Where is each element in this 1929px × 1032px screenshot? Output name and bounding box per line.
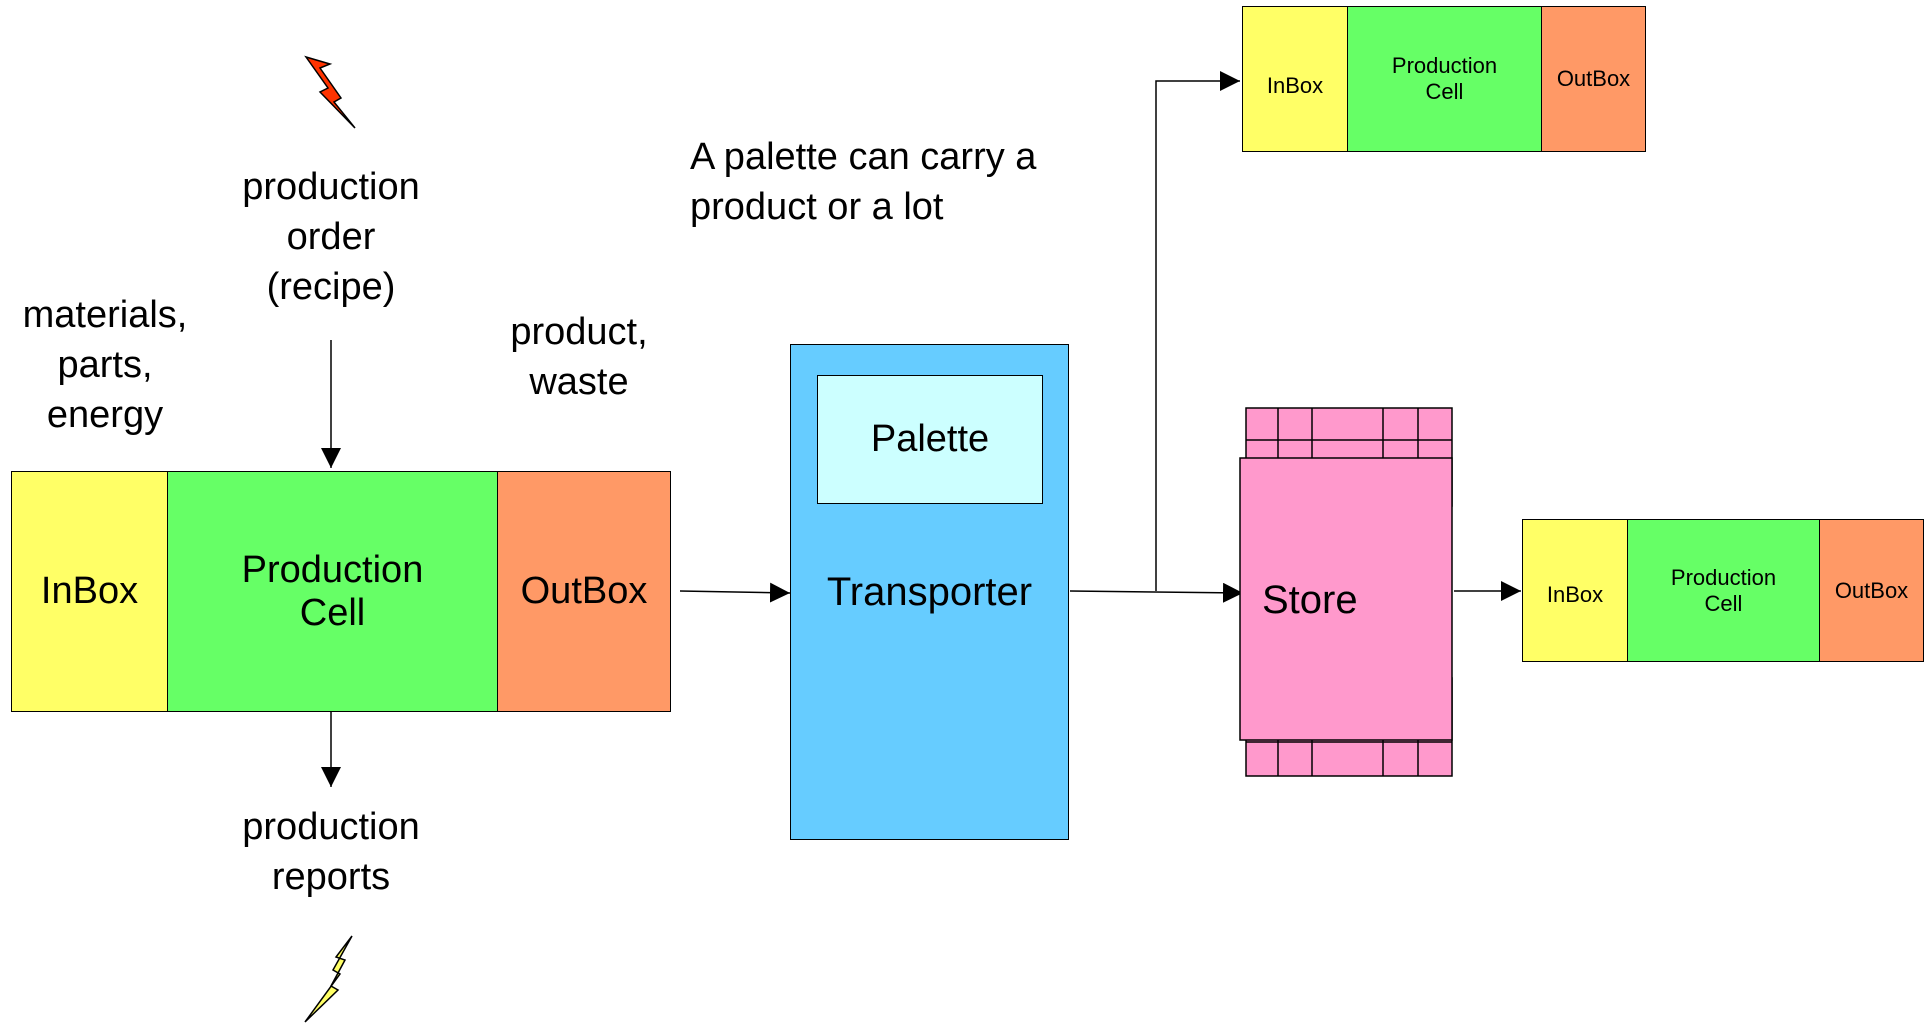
outbox-to-transporter-arrow bbox=[679, 582, 791, 603]
right-production-cell: Production Cell bbox=[1627, 519, 1820, 662]
top-inbox-label: InBox bbox=[1266, 73, 1324, 98]
right-outbox-label: OutBox bbox=[1834, 577, 1909, 603]
top-production-label: Production Cell bbox=[1391, 53, 1498, 104]
lightning-yellow-icon bbox=[304, 935, 353, 1023]
main-outbox: OutBox bbox=[497, 471, 671, 712]
store-grid bbox=[1239, 407, 1453, 777]
lightning-red-icon bbox=[304, 55, 356, 129]
top-production-cell: Production Cell bbox=[1347, 6, 1542, 152]
right-outbox: OutBox bbox=[1819, 519, 1924, 662]
right-inbox-label: InBox bbox=[1546, 582, 1604, 607]
materials-label: materials, parts, energy bbox=[22, 294, 188, 437]
main-outbox-label: OutBox bbox=[520, 570, 648, 612]
transporter-to-store-arrow bbox=[1069, 582, 1244, 603]
top-outbox-label: OutBox bbox=[1556, 66, 1631, 91]
product-waste-label: product, waste bbox=[510, 311, 648, 404]
palette-note: A palette can carry a product or a lot bbox=[690, 136, 1037, 229]
right-inbox: InBox bbox=[1522, 519, 1628, 662]
palette: Palette bbox=[817, 375, 1043, 504]
main-inbox-label: InBox bbox=[40, 570, 139, 612]
production-order-label: production order (recipe) bbox=[242, 166, 420, 309]
production-reports-label: production reports bbox=[242, 806, 420, 899]
main-inbox: InBox bbox=[11, 471, 168, 712]
right-production-label: Production Cell bbox=[1670, 564, 1777, 616]
top-outbox: OutBox bbox=[1541, 6, 1646, 152]
transporter-label: Transporter bbox=[826, 569, 1033, 614]
branch-to-top-cell-arrow bbox=[1155, 71, 1240, 591]
main-production-cell: Production Cell bbox=[167, 471, 498, 712]
main-production-label: Production Cell bbox=[241, 548, 424, 634]
top-inbox: InBox bbox=[1242, 6, 1348, 152]
palette-label: Palette bbox=[870, 418, 990, 460]
store-label: Store bbox=[1262, 578, 1358, 622]
